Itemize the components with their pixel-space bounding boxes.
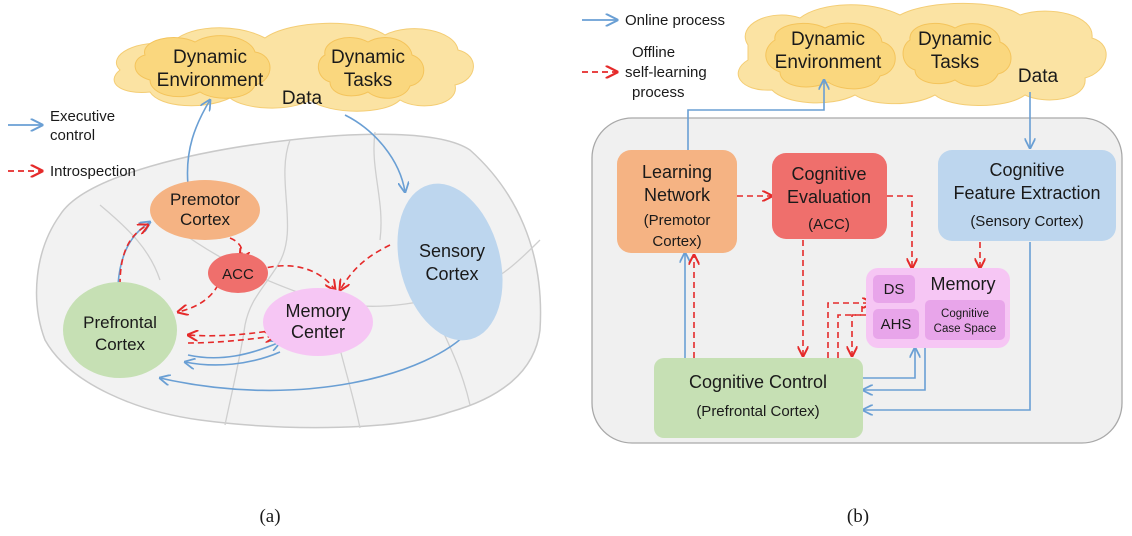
legend-b-offline-line1: Offline — [632, 44, 675, 61]
cloud-b-environment-line1: Dynamic — [791, 29, 865, 50]
node-sensory-cortex — [397, 183, 503, 341]
cloud-b-tasks-line1: Dynamic — [918, 29, 992, 50]
node-control-line1: Cognitive Control — [689, 372, 827, 392]
edges-a-red — [119, 225, 391, 344]
cloud-a-environment-line2: Environment — [157, 70, 264, 91]
cloud-b — [737, 2, 1107, 106]
node-feature-line1: Cognitive — [989, 160, 1064, 180]
node-prefrontal-line2: Cortex — [95, 335, 146, 354]
cloud-a-environment-line1: Dynamic — [173, 47, 247, 68]
node-learning-line1: Learning — [642, 162, 712, 182]
node-ds — [873, 275, 915, 303]
node-premotor-cortex — [150, 180, 260, 240]
legend-b-offline-line3: process — [632, 84, 685, 101]
edges-b-red — [694, 196, 980, 358]
data-label-b: Data — [1018, 66, 1059, 87]
node-sensory-line1: Sensory — [419, 241, 485, 261]
node-evaluation-line2: Evaluation — [787, 187, 871, 207]
node-learning-line4: Cortex) — [652, 233, 701, 250]
legend-a-executive-line1: Executive — [50, 108, 115, 125]
node-learning-network — [617, 150, 737, 253]
cloud-a-tasks-line2: Tasks — [344, 70, 393, 91]
node-acc-label: ACC — [222, 266, 254, 283]
panel-b: Dynamic Environment Dynamic Tasks Data O… — [582, 2, 1123, 527]
legend-a-executive-line2: control — [50, 127, 95, 144]
cloud-a — [113, 22, 474, 112]
cloud-b-environment-line2: Environment — [775, 52, 882, 73]
node-learning-line3: (Premotor — [644, 212, 711, 229]
data-label-a: Data — [282, 88, 323, 109]
node-memory-center — [263, 288, 373, 356]
node-acc — [208, 253, 268, 293]
node-case-space-line1: Cognitive — [941, 308, 989, 320]
node-evaluation-line3: (ACC) — [808, 216, 850, 233]
node-feature-line2: Feature Extraction — [953, 183, 1100, 203]
caption-b: (b) — [847, 506, 869, 527]
caption-a: (a) — [259, 506, 280, 527]
node-control-line2: (Prefrontal Cortex) — [696, 403, 819, 420]
node-ahs — [873, 309, 919, 339]
edges-b-blue — [685, 80, 1030, 410]
cloud-b-tasks-line2: Tasks — [931, 52, 980, 73]
node-case-space — [925, 300, 1005, 340]
cloud-a-tasks-line1: Dynamic — [331, 47, 405, 68]
node-memory-line1: Memory — [285, 301, 350, 321]
node-premotor-line2: Cortex — [180, 210, 231, 229]
node-ds-label: DS — [884, 281, 905, 298]
node-feature-extraction — [938, 150, 1116, 241]
legend-a-introspection: Introspection — [50, 163, 136, 180]
node-evaluation-line1: Cognitive — [791, 164, 866, 184]
node-premotor-line1: Premotor — [170, 190, 240, 209]
node-memory-line2: Center — [291, 322, 345, 342]
legend-b-offline-line2: self-learning — [625, 64, 707, 81]
node-memory-label: Memory — [930, 274, 995, 294]
node-sensory-line2: Cortex — [425, 264, 478, 284]
node-ahs-label: AHS — [881, 316, 912, 333]
node-case-space-line2: Case Space — [934, 323, 997, 335]
node-prefrontal-cortex — [63, 282, 177, 378]
panel-a: Dynamic Environment Dynamic Tasks Data E… — [8, 22, 542, 527]
node-feature-line3: (Sensory Cortex) — [970, 213, 1083, 230]
node-learning-line2: Network — [644, 185, 711, 205]
legend-b-online: Online process — [625, 12, 725, 29]
node-cognitive-evaluation — [772, 153, 887, 239]
node-cognitive-control — [654, 358, 863, 438]
node-prefrontal-line1: Prefrontal — [83, 313, 157, 332]
